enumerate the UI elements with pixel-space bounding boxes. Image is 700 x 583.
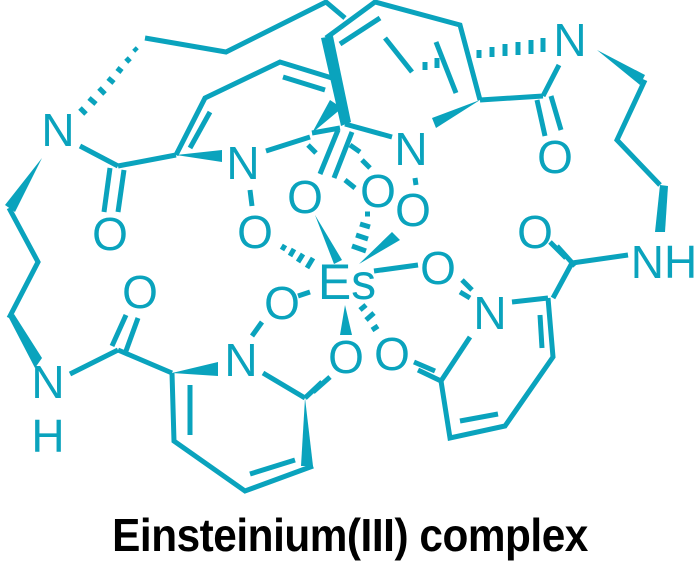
atom-o-carbonyl-bottom-right: O: [374, 328, 410, 380]
atom-o-noxide-bottom-left: O: [264, 277, 300, 329]
atom-o-amide-right-lower: O: [517, 206, 553, 258]
atom-h-bottom-left: H: [31, 410, 64, 462]
chemical-structure-diagram: N O O N H N O O O N O N O O NH Es O O N …: [5, 0, 697, 494]
atom-o-noxide-right: O: [420, 242, 456, 294]
atom-es-metal-center: Es: [318, 254, 376, 310]
atom-n-ring-top-center: N: [394, 123, 427, 175]
atom-n-ring-bottom-right: N: [473, 287, 506, 339]
atom-nh-right: NH: [631, 236, 697, 288]
atom-o-noxide-top-center: O: [395, 184, 431, 236]
atom-o-carbonyl-bottom-center: O: [328, 331, 364, 383]
atom-n-top-left: N: [41, 104, 74, 156]
lower-left-pyridinone-ring: [169, 320, 332, 494]
es-coordination-bonds: [247, 177, 474, 335]
atom-n-ring-bottom-left: N: [224, 334, 257, 386]
upper-left-pyridinone-ring: [173, 59, 333, 162]
lower-right-amide: [548, 240, 629, 300]
right-amide-and-chain: [479, 50, 668, 232]
upper-left-amide: [78, 143, 177, 213]
atom-labels: N O O N H N O O O N O N O O NH Es O O N …: [31, 14, 697, 462]
diagram-caption: Einsteinium(III) complex: [112, 509, 588, 561]
lower-left-amide: [68, 313, 173, 377]
atom-n-bottom-left: N: [31, 356, 64, 408]
left-propyl-chain: [5, 158, 42, 368]
atom-o-amide-left-lower: O: [122, 266, 158, 318]
atom-o-noxide-left: O: [237, 206, 273, 258]
atom-n-ring-left: N: [226, 137, 259, 189]
central-carbonyls: [306, 100, 372, 190]
upper-center-pyridinone-ring: [321, 0, 546, 140]
atom-o-amide-top-right: O: [537, 131, 573, 183]
atom-n-top-right: N: [553, 14, 586, 66]
atom-o-carbonyl-center-right: O: [360, 165, 396, 217]
lower-right-pyridinone-ring: [413, 289, 556, 442]
atom-o-carbonyl-center-left: O: [287, 171, 323, 223]
top-alkyl-chain: [78, 0, 347, 116]
atom-o-amide-left-upper: O: [92, 208, 128, 260]
